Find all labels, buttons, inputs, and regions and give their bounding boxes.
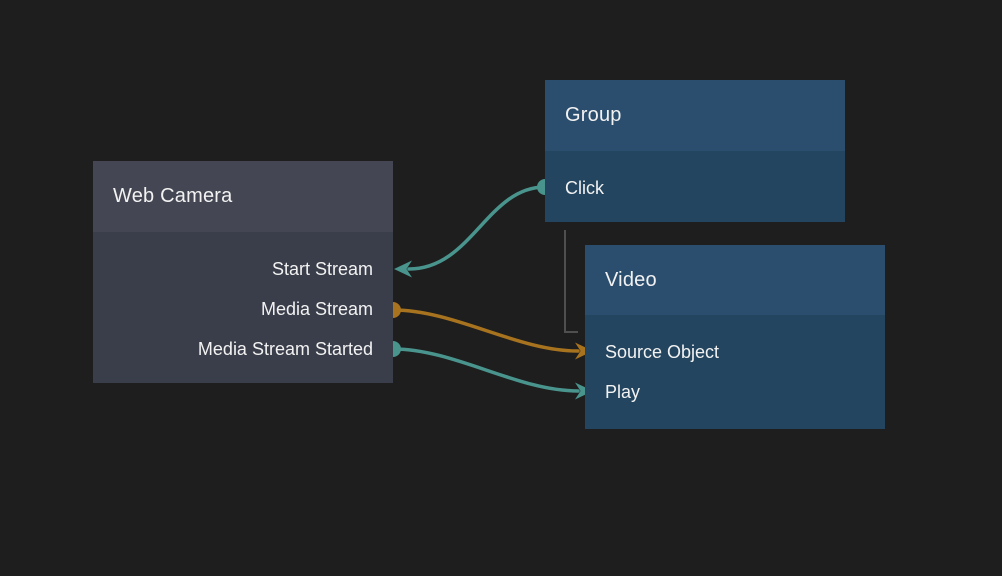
node-group-header[interactable]: Group <box>545 80 845 151</box>
node-video-body: Source Object Play <box>585 315 885 429</box>
port-click[interactable]: Click <box>565 177 604 198</box>
port-play[interactable]: Play <box>605 381 641 402</box>
node-group[interactable]: Group Click <box>545 80 845 222</box>
node-web-camera[interactable]: Web Camera Start Stream Media Stream Med… <box>93 161 393 383</box>
wire-media-stream-to-source-object[interactable] <box>391 308 580 353</box>
node-web-camera-header[interactable]: Web Camera <box>93 161 393 232</box>
node-title: Video <box>605 268 657 291</box>
port-media-stream-started[interactable]: Media Stream Started <box>197 338 373 359</box>
node-video[interactable]: Video Source Object Play <box>585 245 885 429</box>
port-media-stream[interactable]: Media Stream <box>260 298 373 319</box>
node-title: Group <box>565 104 622 126</box>
node-title: Web Camera <box>113 185 233 207</box>
node-web-camera-body: Start Stream Media Stream Media Stream S… <box>93 232 393 383</box>
node-video-header[interactable]: Video <box>585 245 885 315</box>
wire-click-to-start-stream[interactable] <box>407 185 547 271</box>
port-start-stream[interactable]: Start Stream <box>271 258 373 279</box>
node-group-body: Click <box>545 151 845 222</box>
wire-media-stream-started-to-play[interactable] <box>391 347 580 393</box>
port-source-object[interactable]: Source Object <box>605 341 720 362</box>
link-group-video <box>564 230 578 333</box>
